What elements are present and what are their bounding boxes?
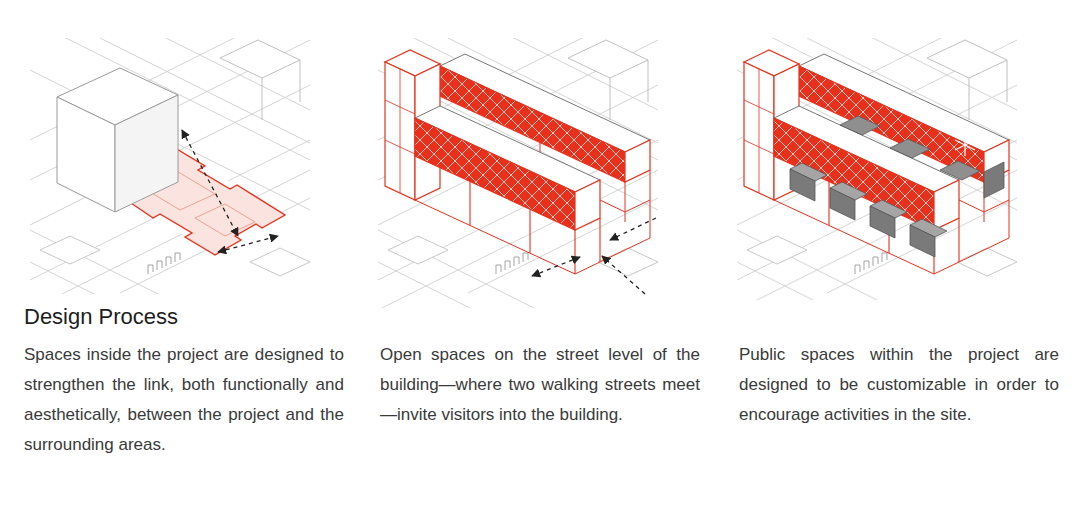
title: Design Process	[24, 304, 178, 330]
panel-street-level	[378, 38, 658, 308]
activity-marker	[955, 135, 975, 156]
paragraph-holder: Open spaces on the street level of the b…	[380, 340, 700, 430]
panel-site-link	[30, 38, 310, 294]
building-massing	[744, 50, 1009, 274]
activity-module	[790, 169, 935, 257]
activity-module	[984, 162, 1004, 198]
street-context	[378, 38, 658, 308]
existing-building	[115, 95, 178, 212]
street-context	[30, 38, 310, 294]
link-arrow	[218, 236, 278, 252]
panel-public-space	[737, 38, 1017, 300]
paragraph-holder: Spaces inside the project are designed t…	[24, 340, 344, 460]
caption-paragraph: Open spaces on the street level of the b…	[380, 340, 700, 430]
street-context	[737, 38, 1017, 300]
caption-paragraph: Spaces inside the project are designed t…	[24, 340, 344, 460]
paragraph-holder: Public spaces within the project are des…	[739, 340, 1059, 430]
title-holder: Design Process	[24, 304, 178, 330]
entry-arrow	[602, 256, 645, 294]
entry-arrow	[610, 218, 656, 240]
link-arrow	[182, 130, 238, 236]
caption-paragraph: Public spaces within the project are des…	[739, 340, 1059, 430]
activity-module	[840, 116, 980, 180]
existing-building	[57, 97, 115, 212]
entry-arrow	[532, 257, 580, 276]
